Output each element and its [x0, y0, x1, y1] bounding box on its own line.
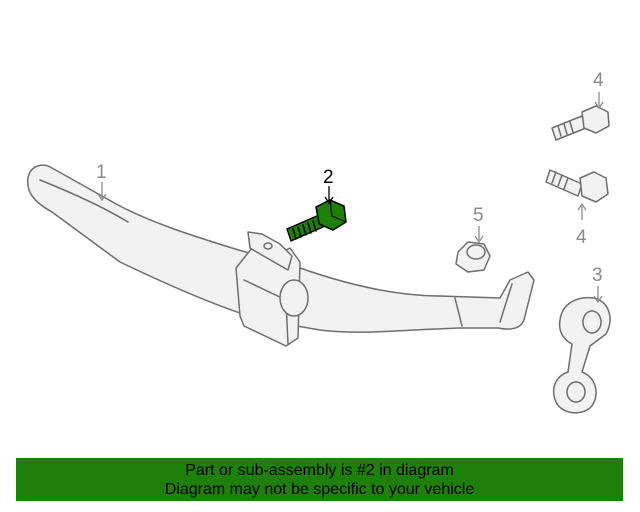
arrow-4-top — [594, 101, 604, 110]
arrow-3 — [593, 295, 603, 304]
part-notice-banner: Part or sub-assembly is #2 in diagram Di… — [16, 458, 623, 501]
arrow-4-bottom — [577, 202, 587, 211]
banner-line-2: Diagram may not be specific to your vehi… — [164, 481, 475, 498]
callout-5: 5 — [473, 205, 484, 226]
stabilizer-bar[interactable] — [26, 164, 535, 347]
arrow-2 — [324, 196, 334, 205]
callout-2: 2 — [323, 167, 334, 188]
bolt-top[interactable] — [551, 105, 610, 141]
callout-4-top: 4 — [593, 70, 604, 91]
callout-3: 3 — [592, 265, 603, 286]
banner-line-1: Part or sub-assembly is #2 in diagram — [185, 462, 454, 479]
parts-diagram: 1 2 3 4 4 5 — [26, 70, 611, 414]
callout-1: 1 — [96, 162, 107, 183]
bolt-bottom[interactable] — [545, 169, 609, 203]
callout-4-bottom: 4 — [576, 227, 587, 248]
arrow-1 — [97, 193, 107, 202]
highlighted-bolt[interactable] — [286, 199, 347, 242]
stabilizer-link[interactable] — [552, 296, 611, 414]
arrow-5 — [474, 235, 484, 244]
nut[interactable] — [455, 241, 491, 273]
